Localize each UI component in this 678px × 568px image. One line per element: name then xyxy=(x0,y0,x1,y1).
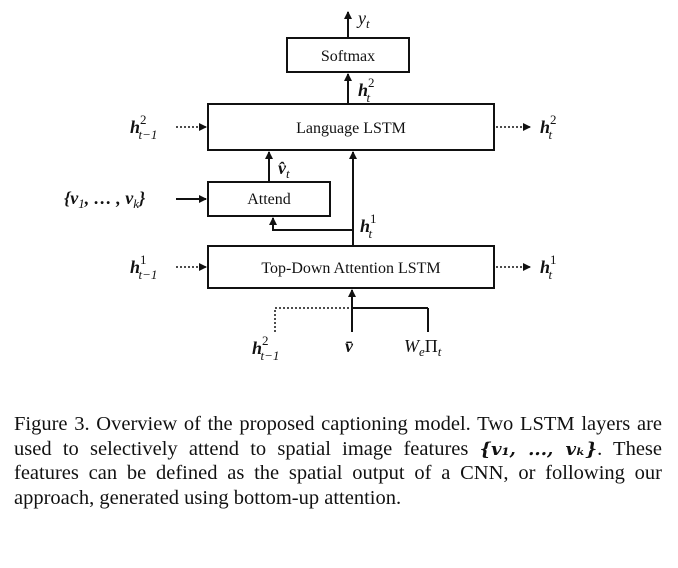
output-label: yt xyxy=(356,8,370,31)
attend-label: Attend xyxy=(247,191,291,208)
softmax-box xyxy=(286,37,410,73)
caption-math: {v₁, ..., vₖ} xyxy=(479,438,598,460)
figure-caption: Figure 3. Overview of the proposed capti… xyxy=(14,412,662,510)
caption-suffix: . These features can be defined as the s… xyxy=(14,437,663,509)
topdown-lstm-box xyxy=(207,245,495,289)
topdown-lstm-label: Top-Down Attention LSTM xyxy=(261,260,440,277)
language-lstm-label: Language LSTM xyxy=(296,120,406,137)
v-hat-label: v̂t xyxy=(278,158,290,181)
model-diagram: Softmax Language LSTM Attend Top-Down At… xyxy=(64,8,557,363)
word-embed-label: WeΠt xyxy=(404,336,442,359)
language-lstm-box xyxy=(207,103,495,151)
v-bar-label: v̄ xyxy=(345,336,354,356)
features-label: {v1, … , vk} xyxy=(64,188,146,211)
softmax-label: Softmax xyxy=(321,48,375,65)
arrow-topdown-to-attend xyxy=(269,217,353,231)
caption-prefix: Figure 3. Overview of the proposed capti… xyxy=(14,413,662,460)
